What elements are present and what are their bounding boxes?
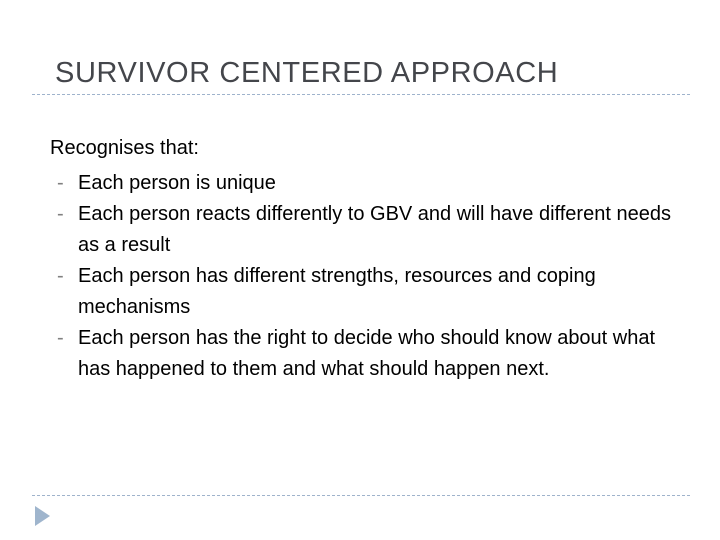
page-title: SURVIVOR CENTERED APPROACH	[55, 57, 559, 89]
list-item: - Each person reacts differently to GBV …	[50, 199, 678, 261]
dash-bullet-icon: -	[57, 265, 64, 287]
dash-bullet-icon: -	[57, 327, 64, 349]
bullet-list: - Each person is unique - Each person re…	[50, 168, 678, 385]
play-triangle-icon	[35, 506, 50, 526]
list-item: - Each person has different strengths, r…	[50, 261, 678, 323]
dash-bullet-icon: -	[57, 203, 64, 225]
body-intro-text: Recognises that:	[50, 137, 199, 159]
slide-body: Recognises that: - Each person is unique…	[50, 133, 678, 385]
list-item-text: Each person reacts differently to GBV an…	[78, 203, 671, 256]
title-area: SURVIVOR CENTERED APPROACH	[55, 54, 695, 96]
list-item-text: Each person has different strengths, res…	[78, 265, 596, 318]
dash-bullet-icon: -	[57, 172, 64, 194]
list-item-text: Each person has the right to decide who …	[78, 327, 656, 380]
list-item: - Each person is unique	[50, 168, 678, 199]
list-item-text: Each person is unique	[78, 172, 276, 194]
list-item: - Each person has the right to decide wh…	[50, 323, 678, 385]
footer-divider-rule	[32, 495, 690, 496]
title-divider-rule	[32, 94, 690, 95]
